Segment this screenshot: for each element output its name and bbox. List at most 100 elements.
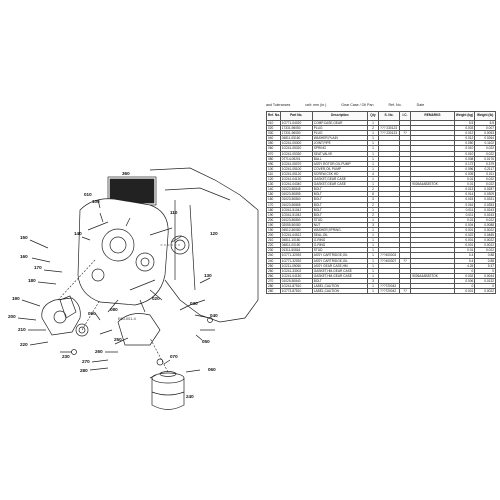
parts-list-header: and Tolerances unit: mm (in.) Gear Case … [266,103,496,107]
cell-ic: ?? [398,288,412,295]
cell-ic: ?? [398,257,412,264]
cell-weight-lb: 0.0309 [474,191,496,198]
callout-050: 050 [202,339,210,344]
cell-qty: 1 [366,252,380,259]
cell-qty: 1 [366,165,380,172]
cell-qty: 1 [366,247,380,254]
cell-qty: 1 [366,232,380,239]
callout-280: 280 [80,368,88,373]
cell-part-no: 1G773-87510 [279,288,313,295]
table-header-row: Ref. No. Part No. Description Qty S. No.… [266,111,496,121]
callout-140: 140 [74,231,82,236]
cell-qty: 1 [366,160,380,167]
col-header-part-no: Part No. [279,111,313,121]
cell-part-no: 04811-00150 [279,242,313,249]
diagram-code: E60-001-4 [118,317,136,321]
cell-part-no: 01025-50840 [279,277,313,285]
cell-part-no: 1G241-04130 [279,176,313,183]
cell-part-no: 01023-50845 [279,186,313,193]
cell-weight-lb: 0.022 [474,176,496,183]
col-header-remarks: REMARKS [410,111,455,121]
callout-270: 270 [82,359,90,364]
cell-qty: 1 [366,140,380,147]
cell-qty: 1 [366,150,380,157]
cell-qty: 1 [366,216,380,223]
callout-170: 170 [34,265,42,270]
callout-100: 100 [92,199,100,204]
header-text-2: unit: mm (in.) [305,103,327,107]
cell-part-no: 1G241-05120 [279,170,313,178]
cell-qty: 1 [366,181,380,188]
cell-qty: 1 [366,206,380,213]
cell-part-no: 1G241-05330 [279,150,313,157]
cell-qty: 1 [366,155,380,162]
cell-qty: 1 [366,237,380,244]
cell-part-no: 04811-05160 [279,135,313,142]
cell-ref: 280 [266,288,281,295]
cell-part-no: 1G241-04340 [279,181,313,188]
cell-weight-lb: 0.0264 [474,135,496,142]
cell-weight-lb: 0.0287 [474,186,496,193]
cell-part-no: 04512-50080 [279,226,313,234]
parts-list-panel: and Tolerances unit: mm (in.) Gear Case … [266,103,496,295]
cell-serial: ??? 230123 [378,125,400,132]
header-text-1: and Tolerances [266,103,291,107]
cell-serial: ??? 230123 [378,130,400,137]
callout-080: 080 [110,307,118,312]
cell-serial: ???720042 [378,288,400,295]
cell-qty: 1 [366,226,380,234]
callout-150: 150 [20,235,28,240]
cell-part-no: 17331-96050 [279,130,313,137]
callout-240: 240 [186,394,194,399]
cell-part-no: 02055-50080 [279,221,313,228]
cell-part-no: 1G241-04150 [279,272,313,279]
cell-qty: 3 [366,221,380,228]
callout-110: 110 [170,210,178,215]
cell-qty: 1 [366,145,380,152]
cell-qty: 1 [366,242,380,249]
cell-part-no: 01311-50816 [279,247,313,254]
cell-weight-lb: 0.0485 [474,232,496,239]
cell-part-no: 1G041-51042 [279,211,313,218]
cell-qty: 1 [366,272,380,279]
header-text-4: Ref. No. [388,103,402,107]
cell-part-no: 1G771-32092 [279,257,313,264]
cell-remarks [410,288,455,295]
cell-part-no: 1G241-05300 [279,140,313,147]
cell-description: LABEL,CAUTION [311,288,368,295]
callout-160: 160 [20,254,28,259]
cell-part-no: 1G211-05050 [279,262,313,269]
cell-weight-lb: 0.0088 [474,221,496,228]
callout-040: 040 [210,313,218,318]
cell-qty: 1 [366,119,380,127]
callout-020: 020 [152,296,160,301]
cell-qty: 1 [366,130,380,137]
callout-010: 010 [84,192,92,197]
cell-weight-lb: 0.022 [474,150,496,157]
callout-130: 130 [204,273,212,278]
cell-qty: 1 [366,282,380,290]
callout-030: 030 [190,301,198,306]
col-header-qty: Qty [366,111,380,121]
cell-weight-lb: 0.0243 [474,206,496,213]
cell-qty: 4 [366,170,380,178]
cell-qty: 3 [366,277,380,285]
cell-qty: 1 [366,257,380,264]
callout-190: 190 [12,296,20,301]
cell-part-no: 07714-05201 [279,155,313,162]
cell-part-no: 1G241-87510 [279,282,313,290]
col-header-weight-lb: Weight (lb) [474,111,496,121]
cell-remarks: 9026A4AB3STOK [410,272,455,279]
cell-weight-lb: 0.0176 [474,155,496,162]
